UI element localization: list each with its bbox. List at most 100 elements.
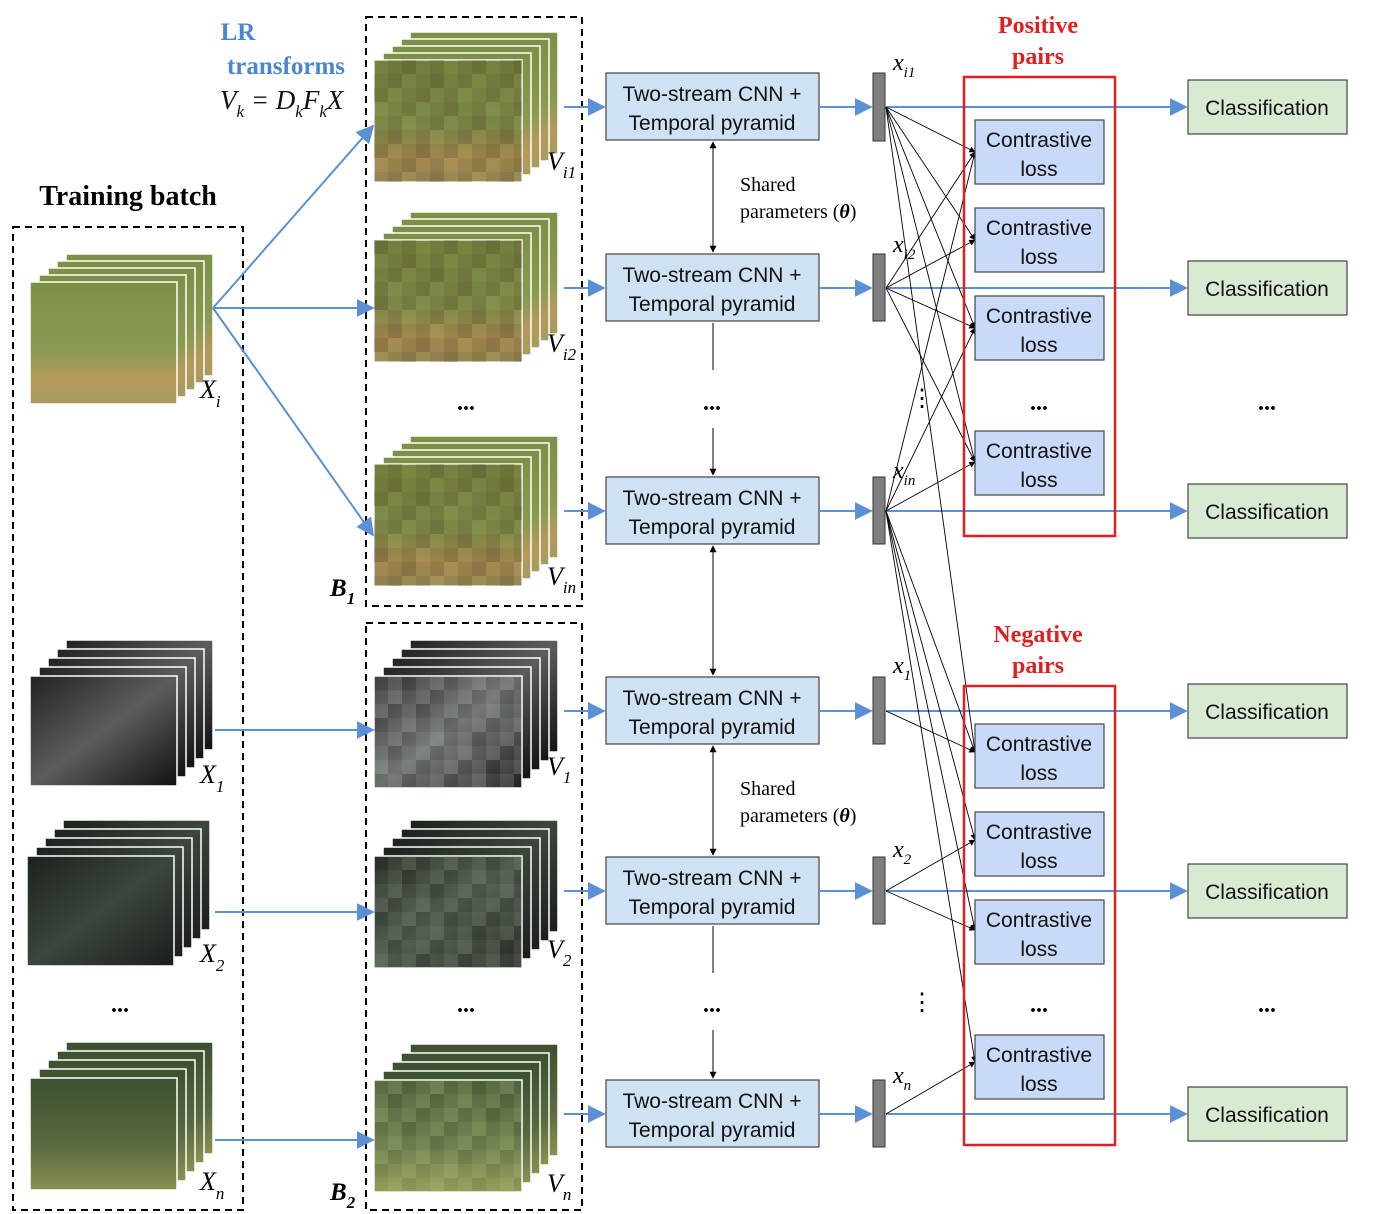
pixel-block	[388, 676, 402, 690]
pixel-block	[402, 1136, 416, 1150]
pixel-block	[458, 1094, 472, 1108]
pixel-block	[458, 172, 472, 182]
pixel-block	[514, 1136, 522, 1150]
pixel-block	[402, 338, 416, 352]
pair-line-13	[885, 510, 976, 753]
pixel-block	[514, 60, 522, 74]
pixel-block	[402, 562, 416, 576]
loss-box-7: Contrastive loss	[974, 899, 1105, 965]
pixel-block	[472, 506, 486, 520]
pixel-block	[374, 144, 388, 158]
pixel-block	[416, 464, 430, 478]
shared-text-top-2: parameters (θ)	[740, 201, 856, 223]
video-stack-xi	[29, 253, 214, 405]
pixel-block	[430, 60, 444, 74]
pixel-block	[402, 856, 416, 870]
pixel-block	[374, 1108, 388, 1122]
label-xi: Xi	[199, 375, 221, 411]
pixel-block	[458, 506, 472, 520]
pixel-block	[430, 520, 444, 534]
pixel-block	[374, 912, 388, 926]
pixel-block	[374, 478, 388, 492]
pixel-block	[388, 324, 402, 338]
pixel-block	[402, 704, 416, 718]
pixel-block	[430, 352, 444, 362]
feature-bar-x1	[872, 676, 886, 745]
pixel-block	[430, 760, 444, 774]
pixel-block	[430, 102, 444, 116]
pixel-block	[514, 158, 522, 172]
pixel-block	[500, 954, 514, 968]
loss-box-8: Contrastive loss	[974, 1034, 1105, 1100]
feat-label-xn: xn	[892, 1063, 911, 1094]
cnn-box-1: Two-stream CNN + Temporal pyramid	[605, 72, 820, 141]
pixel-block	[514, 352, 522, 362]
pixel-block	[514, 676, 522, 690]
video-stack-xn	[29, 1041, 214, 1191]
pixel-block	[472, 1150, 486, 1164]
pixel-block	[388, 870, 402, 884]
pixel-block	[486, 296, 500, 310]
pixel-block	[500, 732, 514, 746]
loss-dots-top: ...	[1030, 390, 1048, 416]
pixel-block	[430, 144, 444, 158]
pixel-block	[416, 116, 430, 130]
pixel-block	[374, 1164, 388, 1178]
loss-box-3: Contrastive loss	[974, 295, 1105, 361]
pixel-block	[472, 60, 486, 74]
svg-text:Classification: Classification	[1205, 881, 1329, 904]
positive-pairs-title-2: pairs	[1012, 44, 1064, 70]
pixel-block	[486, 576, 500, 586]
pixel-block	[402, 464, 416, 478]
svg-text:Contrastive: Contrastive	[986, 217, 1092, 240]
pixel-block	[472, 690, 486, 704]
pixel-block	[416, 338, 430, 352]
pixel-block	[416, 172, 430, 182]
pixel-block	[500, 158, 514, 172]
pixel-block	[416, 324, 430, 338]
pixel-block	[402, 144, 416, 158]
pixel-block	[458, 926, 472, 940]
pixel-block	[430, 268, 444, 282]
pixel-block	[416, 492, 430, 506]
pixel-block	[486, 534, 500, 548]
pixel-block	[388, 760, 402, 774]
pixel-block	[486, 464, 500, 478]
pixel-block	[444, 144, 458, 158]
pixel-block	[402, 940, 416, 954]
pixel-block	[500, 1080, 514, 1094]
pixel-block	[500, 282, 514, 296]
pixel-block	[388, 158, 402, 172]
loss-box-5: Contrastive loss	[974, 723, 1105, 789]
pixel-block	[402, 898, 416, 912]
pixel-block	[388, 576, 402, 586]
pixel-block	[472, 760, 486, 774]
pixel-block	[500, 562, 514, 576]
video-frame	[373, 59, 523, 183]
cnn-dots-top: ...	[703, 390, 721, 416]
pixel-block	[402, 296, 416, 310]
pixel-block	[374, 1150, 388, 1164]
pixel-block	[388, 926, 402, 940]
pixel-block	[486, 116, 500, 130]
pixel-block	[500, 1108, 514, 1122]
pixel-block	[402, 60, 416, 74]
pixel-block	[486, 676, 500, 690]
pixel-block	[514, 912, 522, 926]
class-box-3: Classification	[1187, 483, 1348, 539]
lr-title-line1: LR	[221, 19, 257, 46]
svg-text:Two-stream CNN +: Two-stream CNN +	[622, 264, 801, 287]
pixel-block	[430, 576, 444, 586]
pixel-block	[472, 732, 486, 746]
pixel-block	[458, 704, 472, 718]
pixel-block	[402, 1108, 416, 1122]
pixel-block	[514, 926, 522, 940]
pixel-block	[416, 1136, 430, 1150]
video-frame	[373, 675, 523, 789]
pixel-block	[374, 338, 388, 352]
pixel-block	[472, 774, 486, 788]
pixel-block	[430, 534, 444, 548]
pixel-block	[444, 870, 458, 884]
pixel-block	[458, 856, 472, 870]
pixel-block	[388, 534, 402, 548]
